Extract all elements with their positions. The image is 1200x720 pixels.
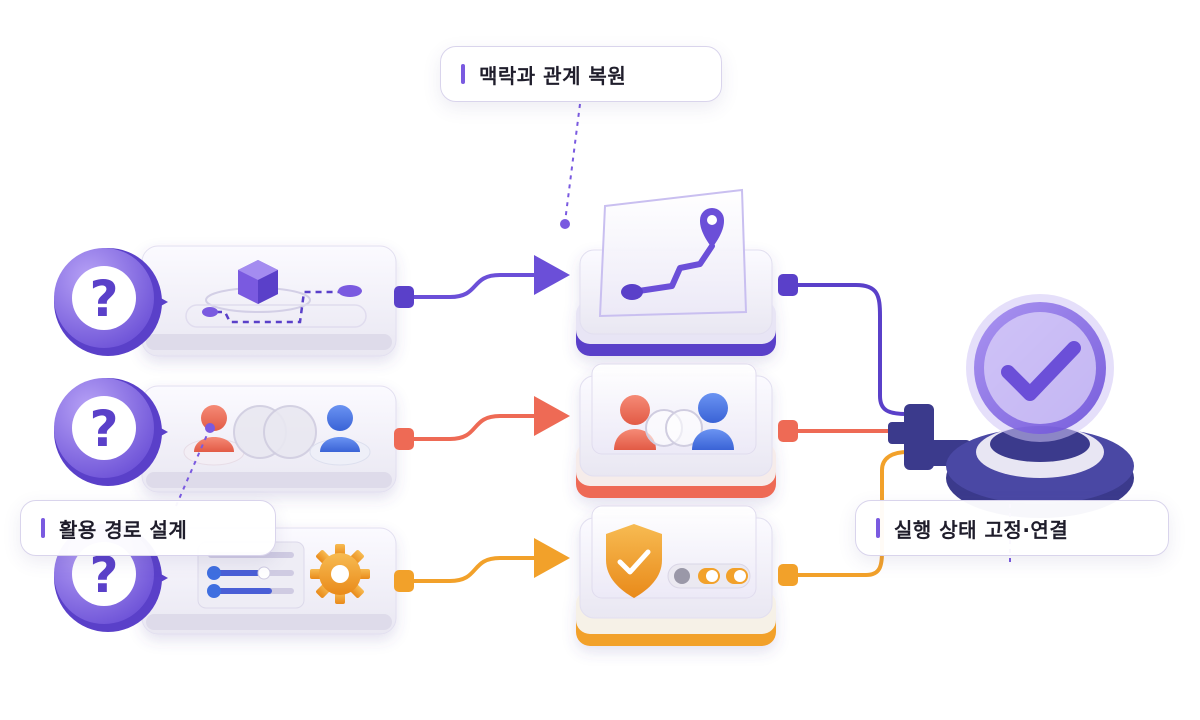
callout-accent-bar <box>41 518 45 538</box>
row-1-to-hub-connector <box>798 283 907 416</box>
row-1-center-out-port <box>778 274 798 296</box>
map-pin-icon <box>700 208 724 248</box>
checkmark-icon <box>1001 341 1081 401</box>
question-mark-icon: ? <box>89 400 118 458</box>
overlap-circles-icon-center <box>645 409 703 447</box>
row-3-connector <box>414 538 570 583</box>
gear-icon <box>310 544 370 604</box>
checkmark-badge <box>966 294 1114 442</box>
row-3-center-out-port <box>778 564 798 586</box>
shield-check-icon <box>606 524 662 598</box>
cube-icon <box>205 260 311 313</box>
callout-left-leader-dot <box>205 423 215 433</box>
question-mark-icon: ? <box>89 270 118 328</box>
callout-label: 활용 경로 설계 <box>59 517 188 542</box>
route-glass-panel <box>598 188 748 318</box>
callout-context-restore: 맥락과 관계 복원 <box>440 46 722 102</box>
row-3-out-port <box>394 570 414 592</box>
callout-top-leader <box>564 103 581 223</box>
route-icon <box>621 243 715 300</box>
callout-execution-state: 실행 상태 고정·연결 <box>855 500 1169 556</box>
user-icon-blue-center <box>692 393 734 450</box>
row-1-out-port <box>394 286 414 308</box>
callout-accent-bar <box>876 518 880 538</box>
row-1-question-bubble: ? <box>54 248 168 356</box>
toggle-icon <box>667 563 751 589</box>
row-1-connector <box>414 255 570 299</box>
route-dashed-icon <box>185 285 367 328</box>
user-icon-blue <box>309 405 371 466</box>
row-2-question-bubble: ? <box>54 378 168 486</box>
callout-label: 실행 상태 고정·연결 <box>894 517 1069 542</box>
callout-accent-bar <box>461 64 465 84</box>
callout-top-leader-dot <box>560 219 570 229</box>
row-1-input-card <box>141 245 397 357</box>
overlap-circles-icon <box>233 405 317 459</box>
row-2-center-out-port <box>778 420 798 442</box>
row-2-connector <box>414 396 570 441</box>
callout-label: 맥락과 관계 복원 <box>479 63 627 88</box>
sliders-icon <box>197 541 305 609</box>
user-icon-coral-center <box>614 395 656 450</box>
row-2-out-port <box>394 428 414 450</box>
callout-usage-path-design: 활용 경로 설계 <box>20 500 276 556</box>
